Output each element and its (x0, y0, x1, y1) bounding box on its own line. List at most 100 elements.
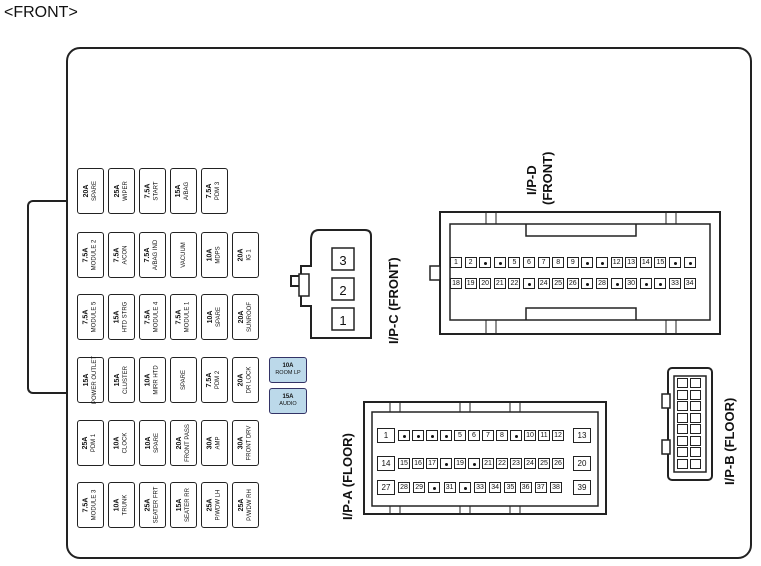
panel-side-tab (27, 200, 70, 394)
fuse-name: MDPS (215, 246, 222, 264)
fuse-amp: 10A (144, 436, 152, 450)
fuse-name: MODULE 4 (153, 301, 160, 333)
fuse-name: AMP (215, 436, 222, 450)
pin-empty (493, 257, 506, 268)
fuse-amp: 25A (144, 498, 152, 512)
pin-39: 39 (573, 480, 591, 495)
fuse-amp: 7.5A (82, 309, 90, 325)
ipb-pin (677, 458, 688, 469)
fuse-amp: 30A (237, 436, 245, 450)
fuse-amp: 15A (82, 373, 90, 387)
pin-24: 24 (537, 278, 550, 289)
pin-1: 1 (450, 257, 462, 268)
fuse-name: DR LOCK (246, 366, 253, 394)
pin-empty (683, 257, 696, 268)
ipb-pin (677, 412, 688, 423)
pin-empty (440, 430, 452, 441)
pin-empty (669, 257, 681, 268)
fuse-name: A/BAG IND (153, 239, 160, 271)
fuse-amp: 20A (175, 436, 183, 450)
ipb-pin (677, 424, 688, 434)
pin-12: 12 (610, 257, 623, 268)
pin-33: 33 (669, 278, 681, 289)
pin-empty (398, 430, 410, 441)
fuse-amp: 20A (82, 184, 90, 198)
fuse-amp: 15A (113, 310, 121, 324)
ipb-pin (677, 389, 688, 400)
fuse-name: CLOCK (122, 432, 129, 454)
fuse-name: A/BAG (184, 181, 191, 201)
fuse-amp: 10A (144, 373, 152, 387)
fuse-amp: 25A (113, 184, 121, 198)
ipc-pin-3: 3 (339, 253, 347, 268)
pin-5: 5 (454, 430, 466, 441)
pin-12: 12 (552, 430, 564, 441)
fuse-amp: 10A (113, 498, 121, 512)
pin-28: 28 (398, 482, 410, 493)
ipb-pin (690, 378, 701, 388)
pin-18: 18 (450, 278, 462, 289)
pin-7: 7 (482, 430, 494, 441)
pin-14: 14 (377, 456, 395, 471)
pin-8: 8 (496, 430, 508, 441)
pin-empty (610, 278, 623, 289)
pin-2: 2 (464, 257, 477, 268)
fuse-name: PDM 1 (91, 433, 98, 453)
pin-24: 24 (524, 458, 536, 469)
pin-empty (458, 482, 471, 493)
pin-34: 34 (489, 482, 502, 493)
pin-33: 33 (474, 482, 486, 493)
blue-fuse-name: AUDIO (279, 401, 297, 407)
ipb-connector (661, 367, 713, 481)
ipb-label: I/P-B (FLOOR) (722, 397, 737, 485)
pin-empty (479, 257, 492, 268)
pin-20: 20 (573, 456, 591, 471)
pin-empty (581, 278, 594, 289)
ipb-pin (690, 401, 701, 411)
pin-37: 37 (534, 482, 547, 493)
ipb-pin (690, 424, 701, 434)
ipb-pin (690, 447, 701, 457)
ipb-pin (690, 389, 701, 400)
fuse-amp: 30A (206, 436, 214, 450)
fuse-amp: 20A (237, 310, 245, 324)
pin-31: 31 (443, 482, 456, 493)
fuse-amp: 7.5A (82, 497, 90, 513)
fuse-name: FRONT DRV (246, 425, 253, 461)
fuse-name: MODULE 3 (91, 489, 98, 521)
pin-11: 11 (538, 430, 550, 441)
fuse-amp: 15A (175, 498, 183, 512)
fuse-name: A/CON (122, 245, 129, 265)
ipd-label-line2: (FRONT) (540, 151, 555, 205)
blue-fuse-amp: 15A (282, 394, 294, 400)
fuse-name: MIRR HTD (153, 365, 160, 395)
blue-fuse-amp: 10A (282, 363, 294, 369)
ipb-pin (690, 458, 701, 469)
pin-22: 22 (508, 278, 521, 289)
pin-30: 30 (625, 278, 638, 289)
fuse-name: PDM 2 (215, 370, 222, 390)
fuse-name: SPARE (91, 181, 98, 201)
pin-26: 26 (552, 458, 564, 469)
fuse-name: START (153, 181, 160, 201)
fuse-amp: 7.5A (175, 309, 183, 325)
pin-36: 36 (519, 482, 532, 493)
pin-1: 1 (377, 428, 395, 443)
ipd-label-line1: I/P-D (524, 165, 539, 195)
pin-14: 14 (639, 257, 652, 268)
ipb-pin (677, 447, 688, 457)
